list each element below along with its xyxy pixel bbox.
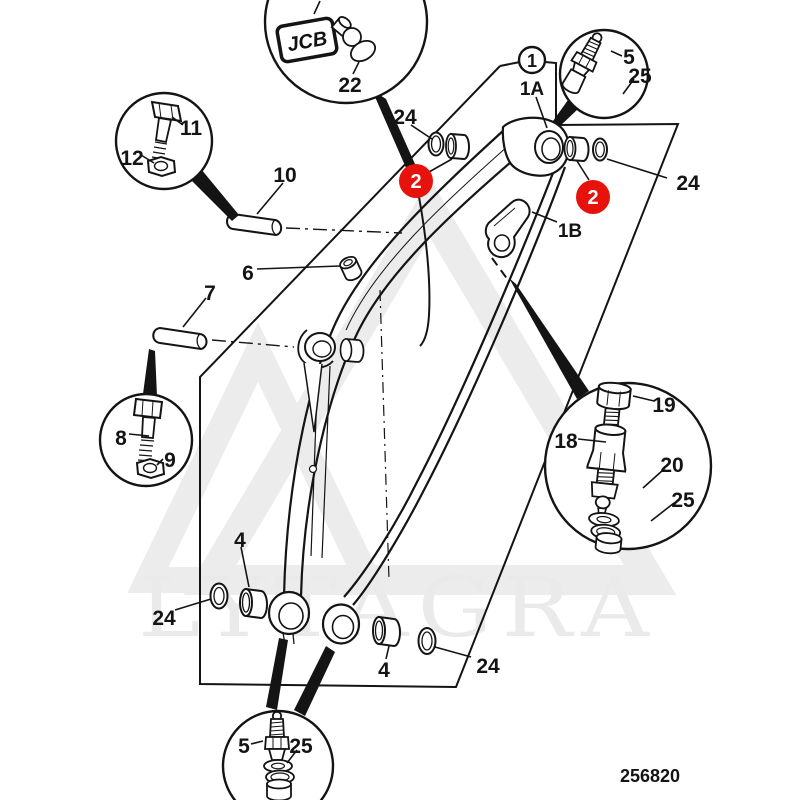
part-label-5-top[interactable]: 5	[623, 46, 635, 69]
callout-jcb: JCB 22	[263, 0, 429, 105]
part-label-24-right[interactable]: 24	[676, 172, 700, 195]
balloon-1[interactable]: 1	[517, 45, 547, 75]
part-label-25-bottom[interactable]: 25	[289, 735, 313, 758]
lug-1b-part	[484, 198, 531, 259]
part-label-25-right[interactable]: 25	[671, 489, 695, 512]
bushing-top-left-part	[445, 132, 470, 161]
boom-arm	[267, 116, 570, 645]
bushing-top-right-part	[563, 135, 590, 163]
part-label-1b[interactable]: 1B	[558, 221, 582, 242]
highlight-badge-2-right[interactable]: 2	[576, 180, 610, 214]
grease-nipple-part	[561, 32, 603, 94]
highlight-badge-label[interactable]: 2	[587, 187, 598, 209]
drawing-number: 256820	[620, 766, 680, 786]
callout-bolt-8: 8 9	[98, 392, 194, 488]
pointer-wedges	[143, 90, 589, 716]
balloon-1-label[interactable]: 1	[527, 51, 537, 71]
part-label-7[interactable]: 7	[204, 282, 216, 305]
bushing-bottom-right-part	[372, 615, 401, 648]
part-label-9[interactable]: 9	[164, 449, 176, 472]
watermark-triangle-large	[183, 178, 677, 595]
grease-nipple-bottom-part	[263, 710, 295, 800]
part-label-10[interactable]: 10	[273, 164, 296, 187]
highlight-badge-label[interactable]: 2	[410, 171, 421, 193]
callout-grease-top: 5 25	[558, 28, 652, 120]
adapter-stack-part	[586, 381, 632, 555]
part-label-18[interactable]: 18	[554, 430, 578, 453]
part-label-11[interactable]: 11	[180, 117, 203, 140]
part-label-6[interactable]: 6	[242, 262, 254, 285]
callout-grease-bottom: 5 25	[221, 709, 335, 800]
plug-6-part	[339, 255, 363, 282]
plate-outline	[199, 61, 680, 689]
part-label-25-top[interactable]: 25	[628, 65, 652, 88]
plug-oval-part	[349, 39, 377, 63]
part-label-12[interactable]: 12	[120, 147, 143, 170]
callout-adapter: 19 18 20 25	[543, 381, 713, 555]
centerlines	[211, 227, 509, 581]
part-label-24-top[interactable]: 24	[393, 106, 417, 129]
highlight-circle[interactable]	[399, 164, 433, 198]
part-label-19[interactable]: 19	[652, 394, 675, 417]
part-label-4-right[interactable]: 4	[378, 659, 390, 682]
pointer-curve	[418, 196, 431, 347]
jcb-plaque	[275, 16, 339, 64]
part-label-1a[interactable]: 1A	[520, 79, 545, 100]
part-label-4-left[interactable]: 4	[234, 529, 246, 552]
loose-parts	[152, 131, 608, 655]
pin-7-part	[152, 326, 208, 351]
pin-10-part	[226, 212, 283, 237]
highlight-circle[interactable]	[576, 180, 610, 214]
part-label-20[interactable]: 20	[660, 454, 683, 477]
part-label-8[interactable]: 8	[115, 427, 127, 450]
leader-lines	[174, 96, 668, 660]
part-label-22[interactable]: 22	[338, 74, 361, 97]
part-label-24-bottom-mid[interactable]: 24	[476, 655, 500, 678]
highlight-badge-2-left[interactable]: 2	[399, 164, 433, 198]
part-label-24-bottom-left[interactable]: 24	[152, 607, 176, 630]
part-label-5-bottom[interactable]: 5	[238, 735, 250, 758]
bushing-bottom-left-part	[239, 587, 268, 620]
callout-bolt-11: 11 12	[114, 91, 214, 191]
part-labels: 24 1A 24 1B 10 6 7 4 24 4 24	[152, 79, 700, 682]
